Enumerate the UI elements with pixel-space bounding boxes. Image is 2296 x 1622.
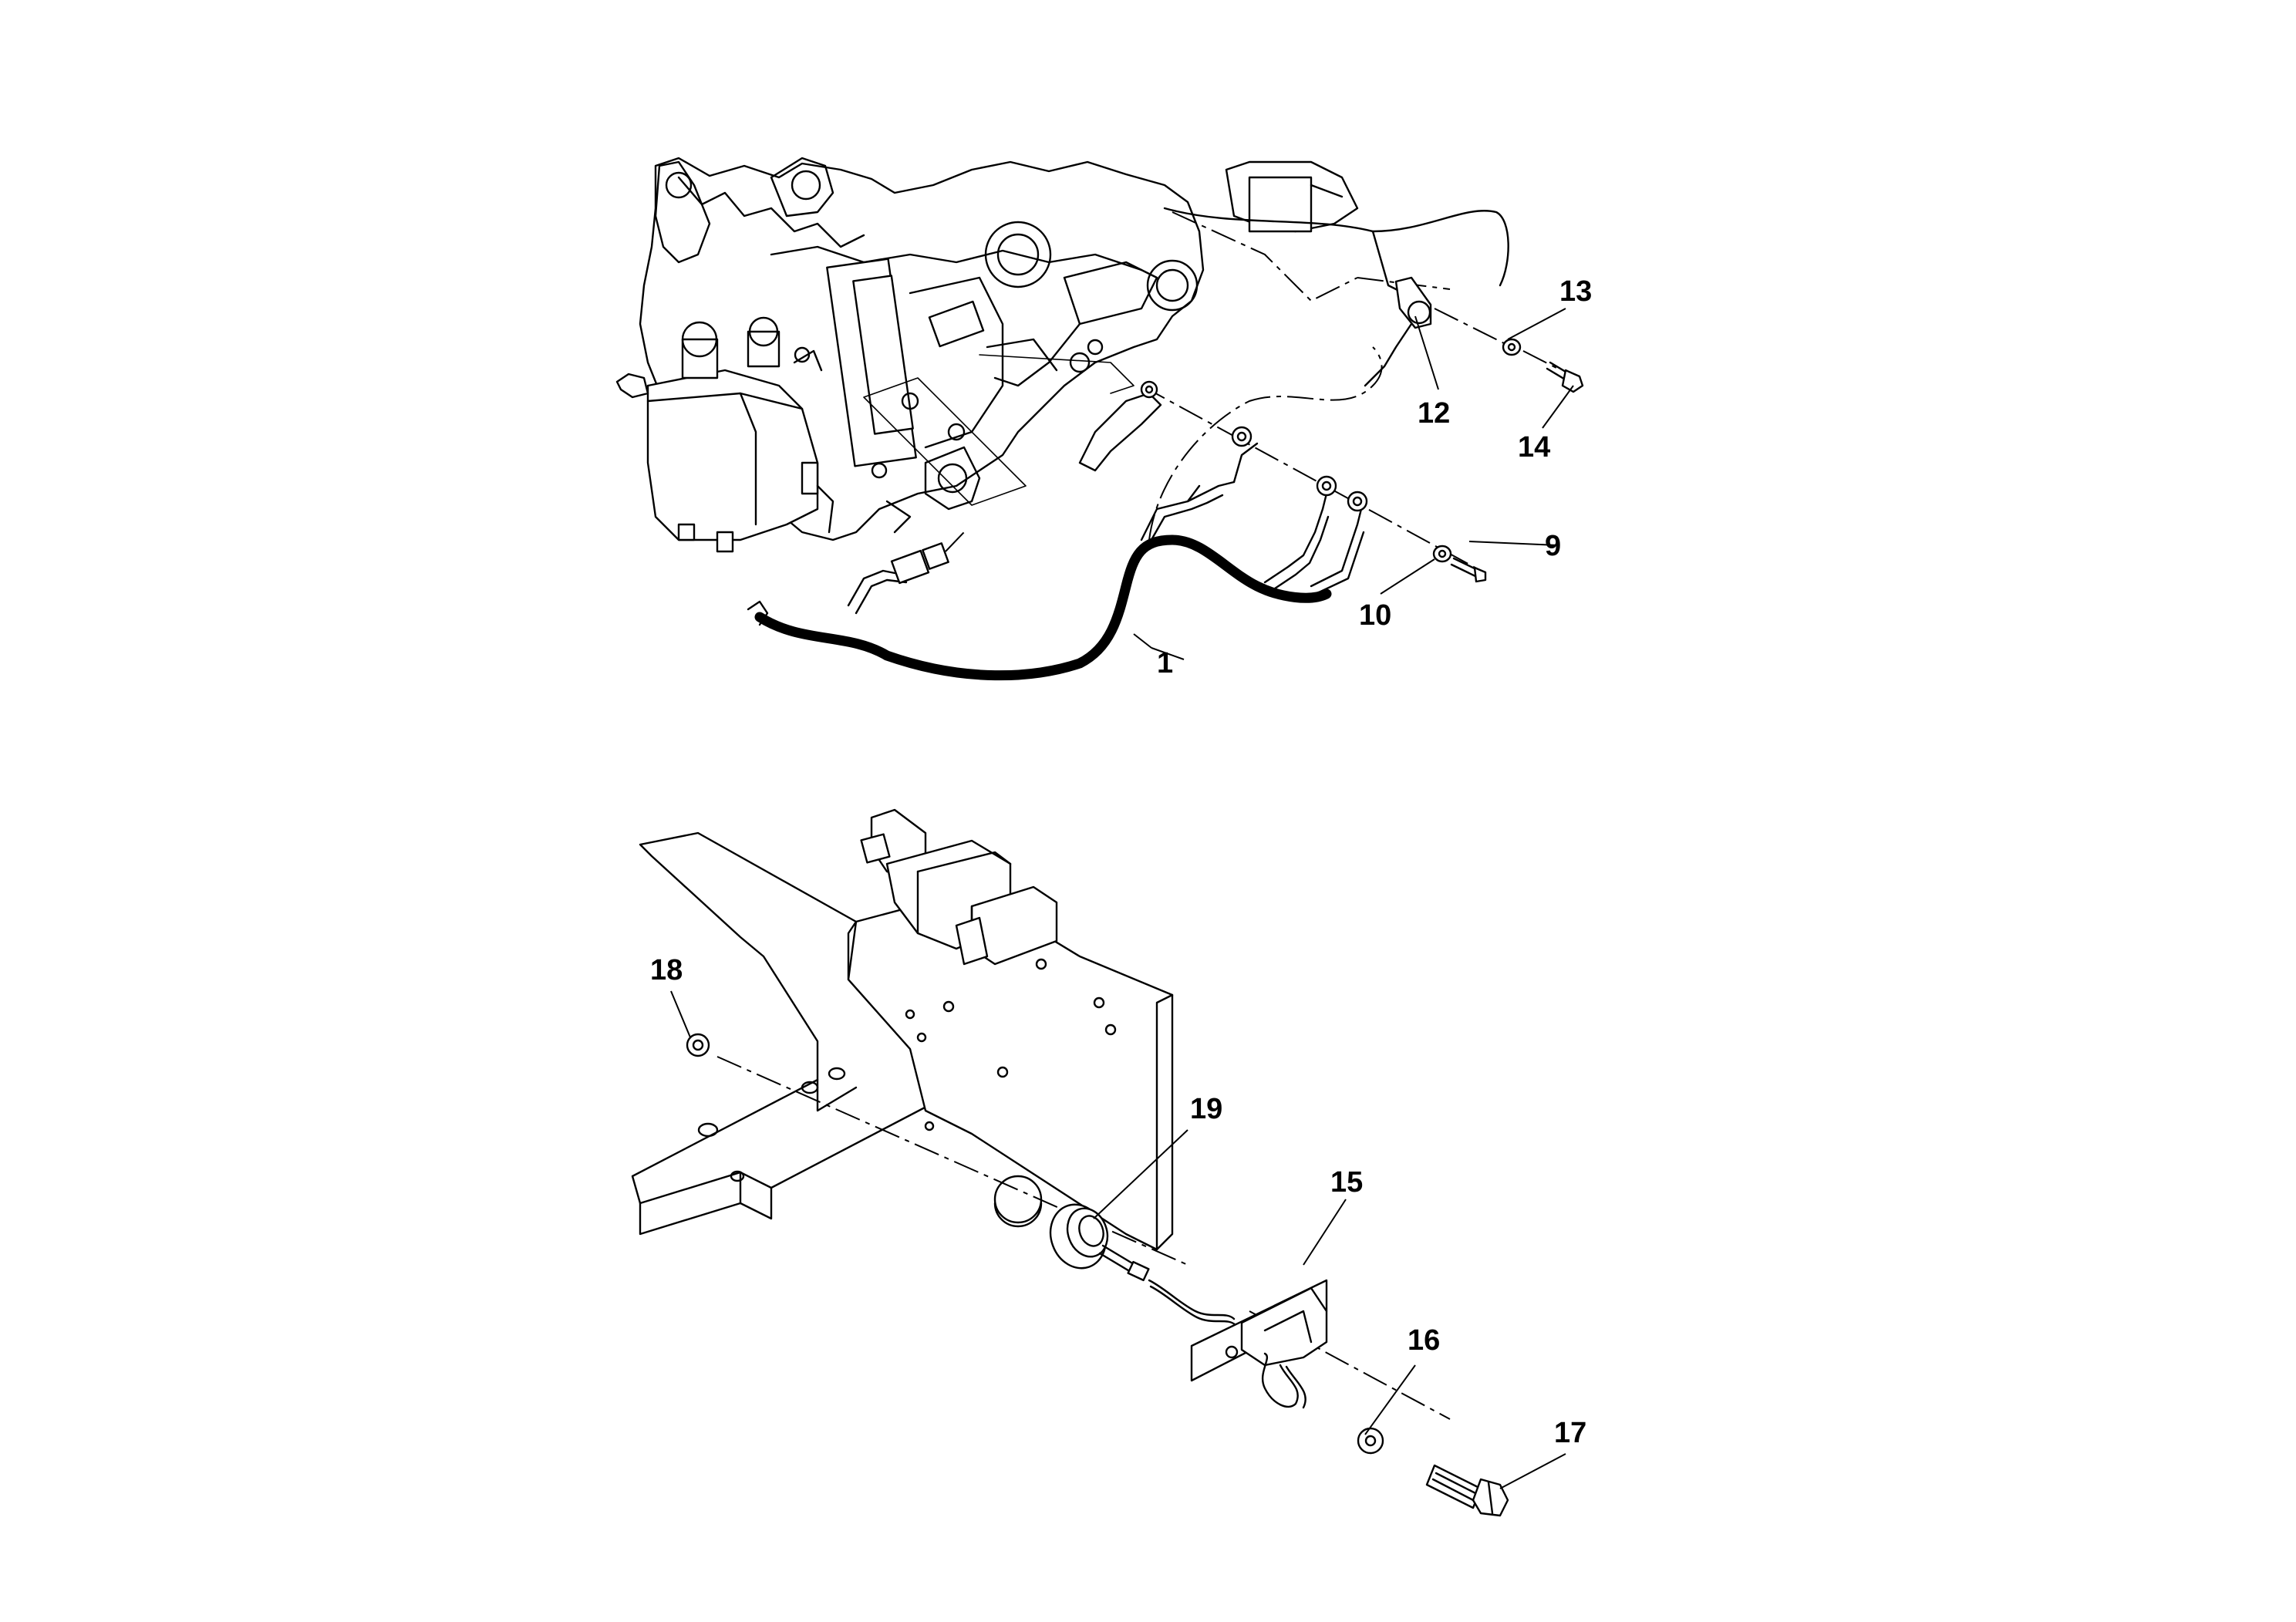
leader-lines (670, 308, 1574, 1489)
callout-10: 10 (1359, 599, 1391, 632)
grommet-12 (1364, 276, 1432, 387)
callout-13: 13 (1559, 275, 1592, 308)
bolt-17 (1425, 1464, 1509, 1517)
ground-cable (1078, 380, 1162, 472)
callout-17: 17 (1554, 1417, 1586, 1449)
wiring-harness (747, 442, 1365, 681)
bolt-14 (1522, 350, 1584, 393)
detail-outline-2 (979, 354, 1135, 394)
washer-18 (686, 1033, 710, 1057)
callout-1: 1 (1157, 647, 1173, 679)
callout-18: 18 (650, 954, 683, 986)
dash-line-main (1148, 346, 1383, 541)
callout-16: 16 (1408, 1324, 1440, 1357)
centerline-bolt (1249, 1310, 1451, 1420)
washer-16 (1357, 1427, 1384, 1455)
bolt-9 (1450, 557, 1487, 583)
ring-terminals (1231, 426, 1368, 512)
callout-19: 19 (1190, 1093, 1222, 1125)
fuel-filter-housing (615, 316, 834, 553)
dash-line-9 (1141, 385, 1482, 572)
switch-actuator (860, 808, 1058, 966)
washer-13 (1434, 308, 1522, 356)
mounting-plate (847, 889, 1174, 1251)
washer-10 (1432, 545, 1452, 563)
switch-wire (1098, 1244, 1237, 1327)
callout-15: 15 (1330, 1166, 1363, 1199)
callout-14: 14 (1518, 431, 1550, 464)
grommet-19 (1049, 1203, 1109, 1270)
proximity-switch-15 (1190, 1279, 1328, 1409)
engine-assembly (615, 157, 1359, 553)
callout-12: 12 (1418, 397, 1450, 430)
mounting-frame (631, 831, 942, 1236)
callout-9: 9 (1545, 530, 1561, 562)
detail-outline (863, 377, 1027, 506)
